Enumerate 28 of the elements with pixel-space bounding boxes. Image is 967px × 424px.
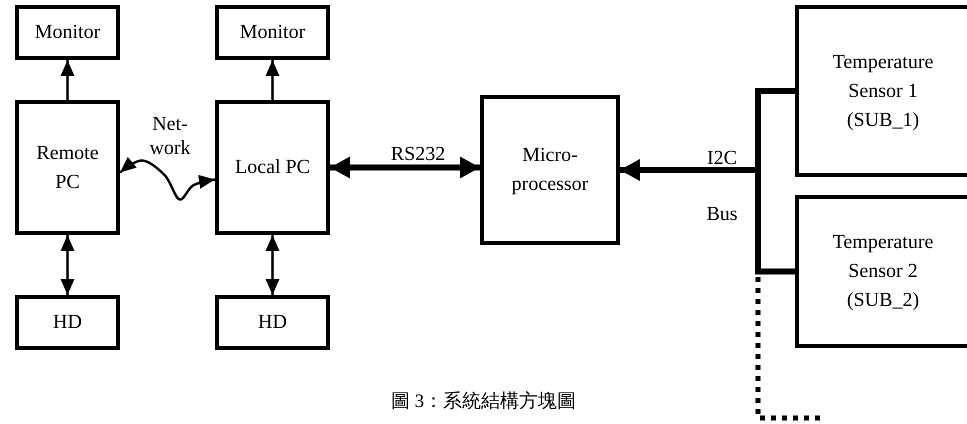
arrow <box>266 60 280 100</box>
block-box <box>480 95 620 245</box>
node-label: HD <box>258 310 287 335</box>
arrow <box>266 235 280 295</box>
figure-caption: 圖 3：系統結構方塊圖 <box>390 391 576 412</box>
node-label: HD <box>53 310 82 335</box>
node-label: Temperature Sensor 1 (SUB_1) <box>832 50 934 132</box>
node-label: Remote PC <box>35 140 100 194</box>
block-box <box>215 295 330 350</box>
node-label: Temperature Sensor 2 (SUB_2) <box>832 230 934 313</box>
arrow <box>60 235 74 295</box>
block-box <box>15 100 120 235</box>
arrow <box>330 156 480 178</box>
arrow <box>119 156 216 201</box>
arrow <box>60 60 74 100</box>
node-label: Monitor <box>34 20 100 45</box>
block-box <box>215 100 330 235</box>
node-label: Micro- processor <box>510 143 590 197</box>
edge-label: I2C Bus <box>705 146 739 227</box>
block-box <box>795 195 967 348</box>
node-label: Monitor <box>240 20 306 45</box>
edge-label: RS232 <box>390 142 446 166</box>
block-box <box>215 5 330 60</box>
block-box <box>15 5 120 60</box>
block-box <box>15 295 120 350</box>
node-label: Local PC <box>235 155 310 180</box>
block-box <box>795 5 967 177</box>
edge-label: Net- work <box>148 112 192 160</box>
